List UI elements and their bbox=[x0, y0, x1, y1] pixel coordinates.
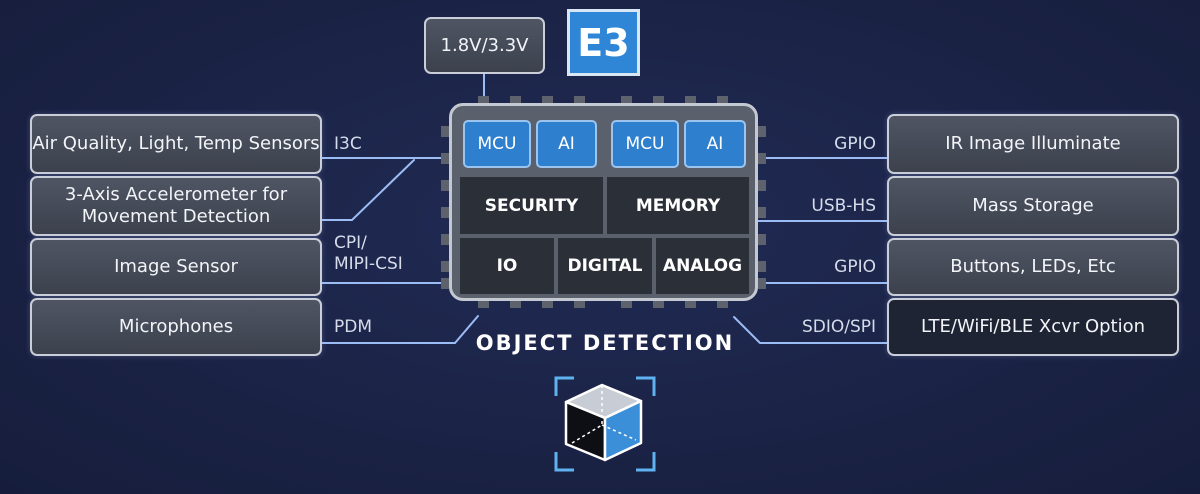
block-security: SECURITY bbox=[460, 177, 603, 234]
interface-label-cpi-mipi: CPI/ MIPI-CSI bbox=[334, 233, 403, 274]
interface-label-usb-hs: USB-HS bbox=[811, 196, 876, 216]
wire-radio bbox=[733, 316, 888, 344]
output-box-mass-storage: Mass Storage bbox=[887, 176, 1179, 236]
e3-chip: MCU AI MCU AI SECURITY MEMORY IO DIGITAL… bbox=[449, 103, 758, 301]
block-memory: MEMORY bbox=[607, 177, 749, 234]
sensor-box-air-quality: Air Quality, Light, Temp Sensors bbox=[30, 114, 322, 174]
sensor-box-image-sensor: Image Sensor bbox=[30, 238, 322, 296]
interface-label-gpio-ir: GPIO bbox=[834, 134, 876, 154]
output-box-ir-illuminate: IR Image Illuminate bbox=[887, 114, 1179, 174]
interface-label-gpio-buttons: GPIO bbox=[834, 257, 876, 277]
interface-label-pdm: PDM bbox=[334, 317, 373, 337]
core-ai-1: AI bbox=[536, 120, 597, 168]
e3-badge: E3 bbox=[567, 9, 640, 76]
output-box-buttons-leds: Buttons, LEDs, Etc bbox=[887, 238, 1179, 296]
core-ai-2: AI bbox=[684, 120, 746, 168]
block-analog: ANALOG bbox=[656, 238, 749, 294]
core-mcu-2: MCU bbox=[611, 120, 679, 168]
object-detection-caption: OBJECT DETECTION bbox=[475, 331, 735, 355]
interface-label-sdio-spi: SDIO/SPI bbox=[801, 317, 876, 337]
block-digital: DIGITAL bbox=[558, 238, 652, 294]
wire-microphones bbox=[321, 315, 479, 344]
sensor-box-microphones: Microphones bbox=[30, 298, 322, 356]
interface-label-i3c: I3C bbox=[334, 134, 362, 154]
core-mcu-1: MCU bbox=[463, 120, 531, 168]
wire-accelerometer bbox=[321, 159, 415, 221]
voltage-box: 1.8V/3.3V bbox=[424, 17, 545, 74]
output-box-radio-option: LTE/WiFi/BLE Xcvr Option bbox=[887, 298, 1179, 356]
block-io: IO bbox=[460, 238, 554, 294]
object-detection-cube-icon bbox=[554, 376, 656, 472]
sensor-box-accelerometer: 3-Axis Accelerometer for Movement Detect… bbox=[30, 176, 322, 236]
